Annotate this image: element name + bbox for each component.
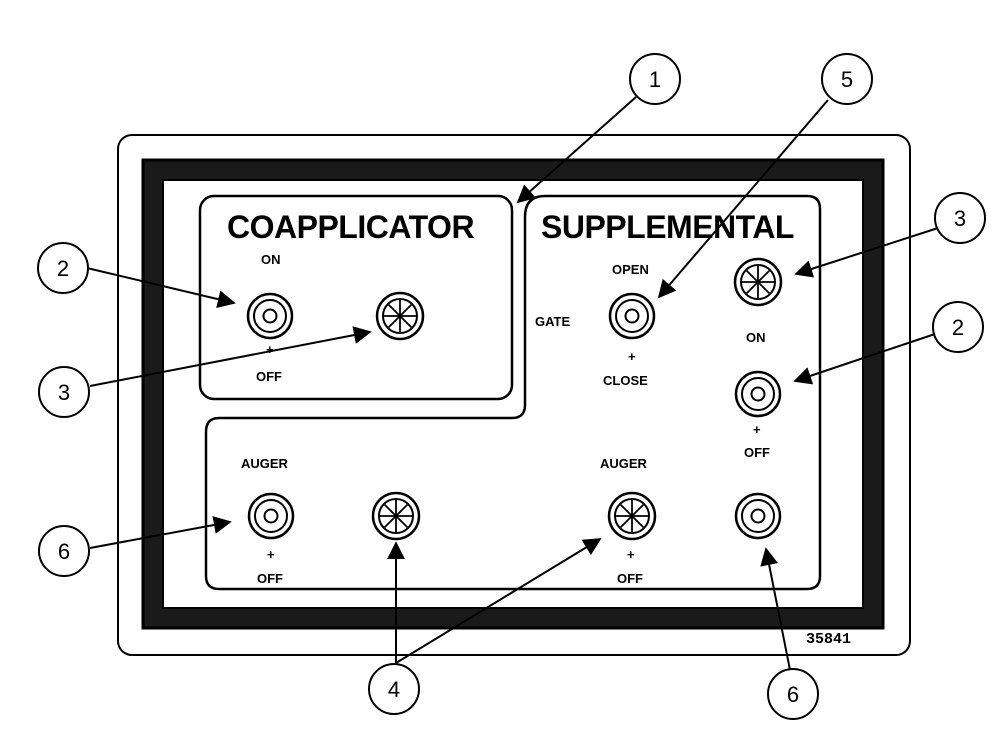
auger-right-toggle-switch-icon[interactable] [734,492,782,540]
supplemental-section [204,194,822,591]
gate-label: GATE [535,314,570,329]
leader-lines [86,96,939,671]
callout-2-right: 2 [932,301,984,353]
coap-off-label: OFF [256,369,282,384]
supp-on-label: ON [746,330,766,345]
svg-text:3: 3 [954,206,966,231]
coap-on-label: ON [261,252,281,267]
supp-off-label: OFF [744,445,770,460]
coapplicator-title: COAPPLICATOR [227,209,474,245]
auger-left-plus-label: + [267,547,275,562]
gate-close-label: CLOSE [603,373,648,388]
coapplicator-toggle-switch-icon[interactable] [246,292,294,340]
svg-text:4: 4 [388,677,400,702]
svg-text:3: 3 [58,380,70,405]
outer-plate [117,134,911,656]
gate-plus-label: + [628,349,636,364]
auger-right-plus-label: + [627,547,635,562]
callout-1: 1 [629,53,681,105]
svg-text:6: 6 [58,539,70,564]
part-number: 35841 [806,631,851,648]
auger-left-off-label: OFF [257,571,283,586]
coapplicator-section [198,194,514,401]
supplemental-indicator-light-icon [733,257,783,307]
callout-3-right: 3 [934,192,986,244]
svg-text:2: 2 [57,256,69,281]
panel-frame [144,161,882,627]
gate-toggle-switch-icon[interactable] [608,292,656,340]
auger-left-toggle-switch-icon[interactable] [247,492,295,540]
svg-text:1: 1 [649,67,661,92]
callout-6-left: 6 [38,525,90,577]
gate-open-label: OPEN [612,262,649,277]
supplemental-toggle-switch-icon[interactable] [734,370,782,418]
auger-left-label: AUGER [241,456,289,471]
auger-right-label: AUGER [600,456,648,471]
supp-plus-label: + [753,422,761,437]
callout-5: 5 [821,53,873,105]
auger-left-indicator-light-icon [371,491,421,541]
supplemental-title: SUPPLEMENTAL [541,209,794,245]
svg-text:6: 6 [787,682,799,707]
coap-plus-label: + [266,342,274,357]
callout-4: 4 [368,663,420,715]
callout-2-left: 2 [37,242,89,294]
auger-right-indicator-light-icon [607,491,657,541]
svg-text:2: 2 [952,315,964,340]
callout-3-left: 3 [38,366,90,418]
svg-text:5: 5 [841,67,853,92]
auger-right-off-label: OFF [617,571,643,586]
coapplicator-indicator-light-icon [375,291,425,341]
callout-6-right: 6 [767,668,819,720]
